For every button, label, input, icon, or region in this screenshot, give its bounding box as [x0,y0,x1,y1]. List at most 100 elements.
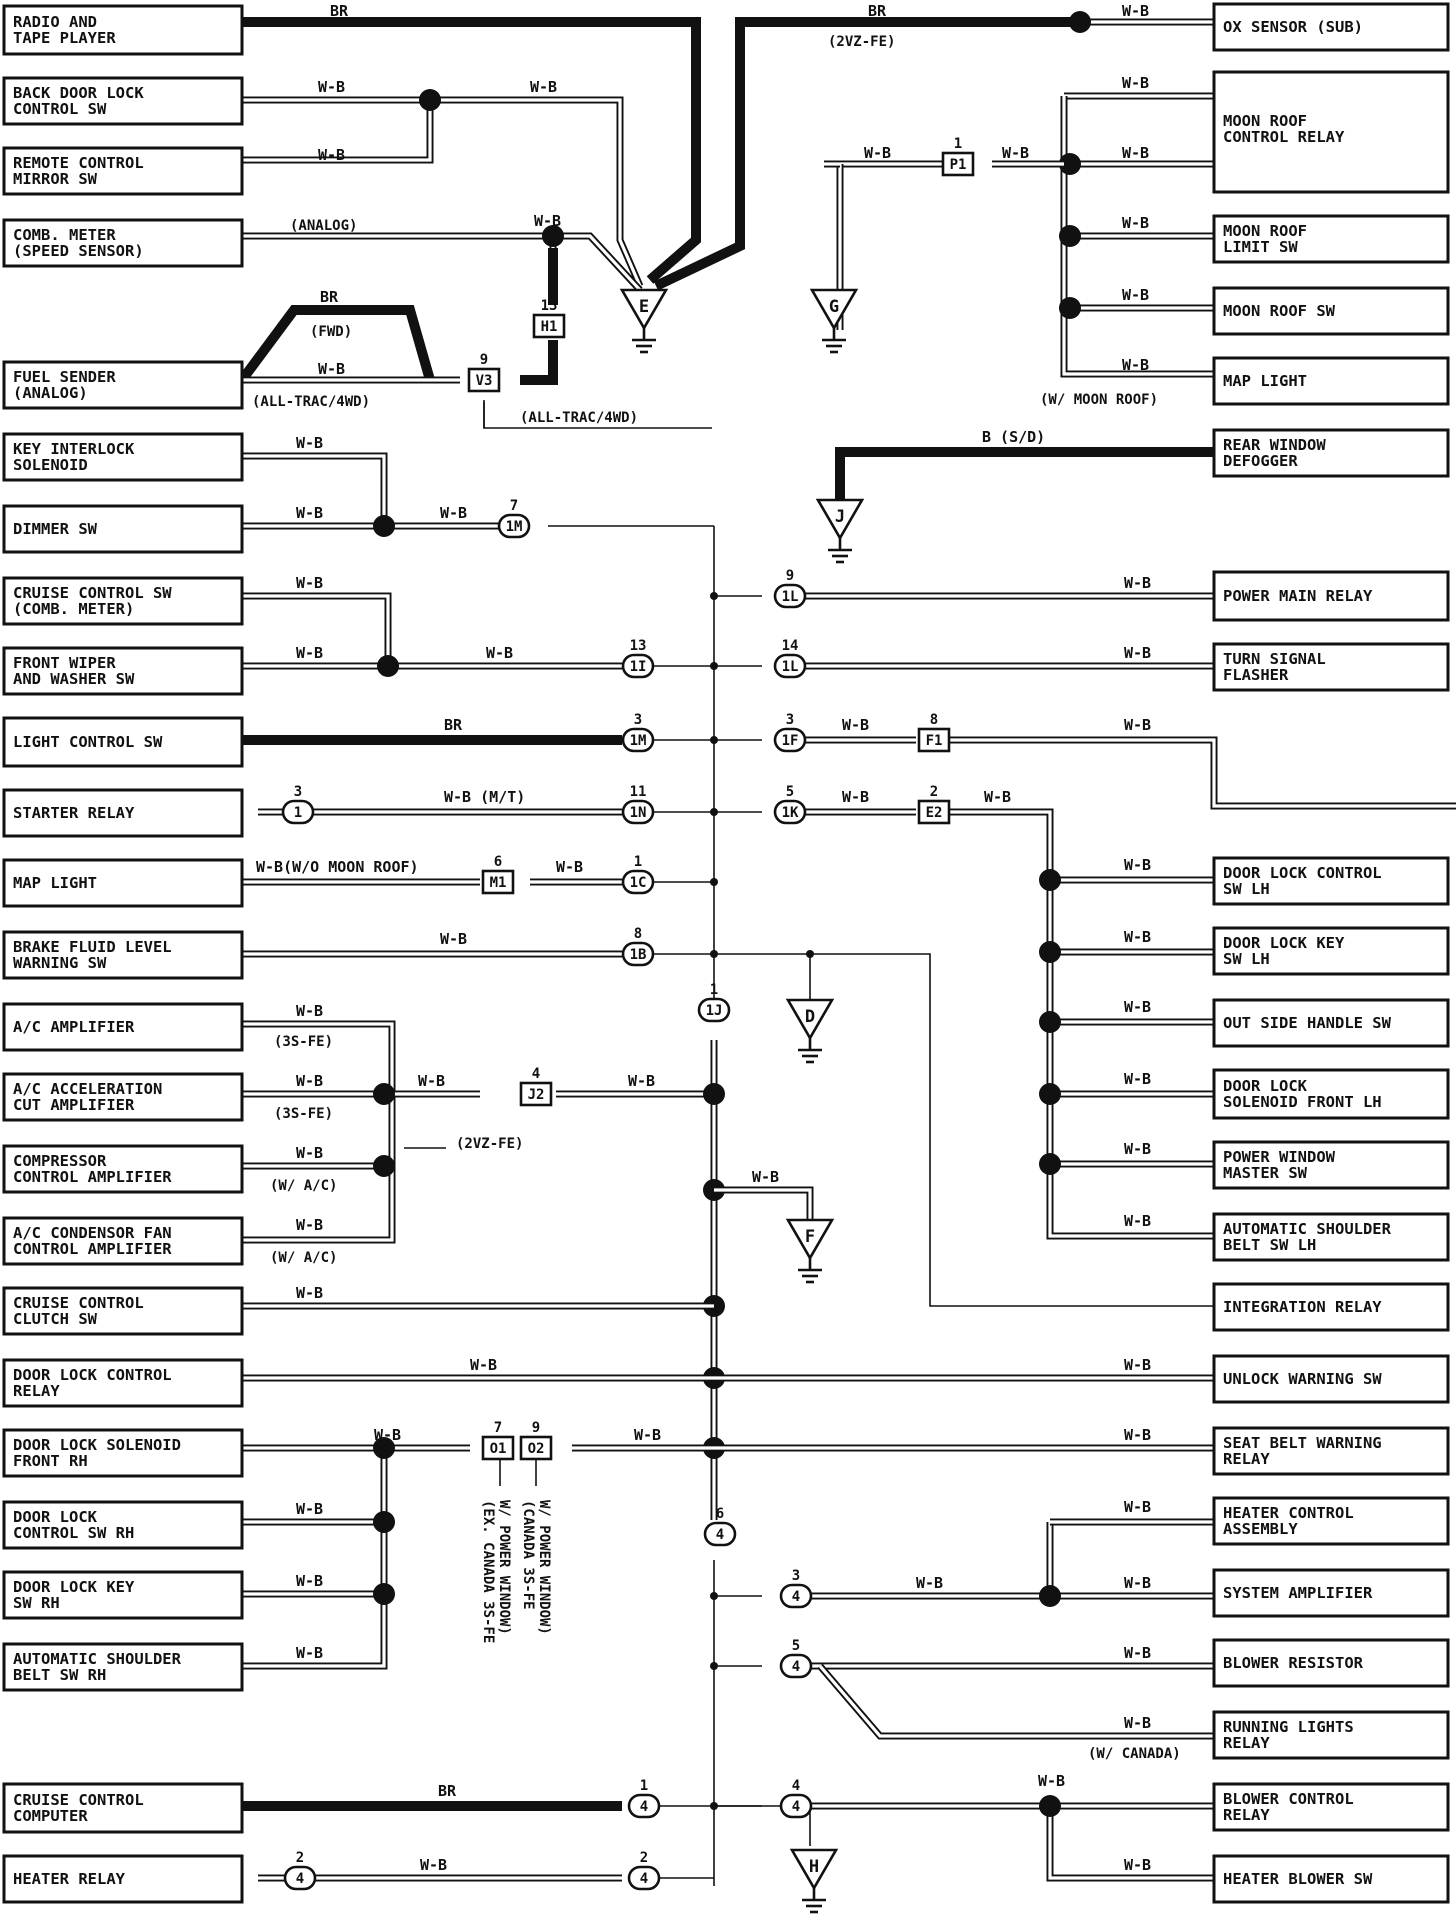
wire-label: W-B [556,858,583,876]
connector-label: 1I [630,659,647,675]
box-outline [2,1642,244,1692]
box-label: CONTROL SW RH [13,1524,134,1542]
box-label: OUT SIDE HANDLE SW [1223,1014,1392,1032]
wire-label: W-B [1124,1212,1151,1230]
ground-H: H [789,1848,839,1914]
connector-c4_2a: 42 [283,1850,317,1891]
connector-shape [917,799,951,825]
box-outline [2,1144,244,1194]
connector-E2: E22 [917,784,951,825]
component-box-heaterrelay: HEATER RELAY [2,1854,244,1904]
connector-label: 1M [630,733,647,749]
box-label: FUEL SENDER [13,368,116,386]
connector-shape [627,1793,661,1819]
connector-c4_1: 41 [627,1778,661,1819]
connector-label: 1 [294,805,302,821]
wire-label: W-B [1124,574,1151,592]
connector-shape [773,653,807,679]
wire-label: W-B [1124,1070,1151,1088]
pin-number: 1 [640,1778,648,1794]
connector-shape [532,313,566,339]
box-label: CRUISE CONTROL [13,1294,144,1312]
wire-label: W-B(W/O MOON ROOF) [256,858,419,876]
pin-number: 4 [792,1778,800,1794]
box-label: COMPRESSOR [13,1152,107,1170]
box-label: AUTOMATIC SHOULDER [1223,1220,1392,1238]
wire-label: W-B [1122,214,1149,232]
box-label: CONTROL AMPLIFIER [13,1168,172,1186]
box-outline [1212,1496,1450,1546]
splice-point [419,89,441,111]
ground-label: D [805,1007,815,1027]
wire-label: W-B [1124,1426,1151,1444]
box-outline [1212,1854,1450,1904]
connector-shape [773,727,807,753]
box-label: BELT SW RH [13,1666,106,1684]
pin-number: 2 [930,784,938,800]
connector-c4_6: 46 [703,1506,737,1547]
wire-label: W-B [296,1644,323,1662]
box-label: DIMMER SW [13,520,98,538]
box-outline [1212,856,1450,906]
wire-wb-core [714,1188,812,1232]
box-outline [2,1286,244,1336]
box-label: MASTER SW [1223,1164,1308,1182]
box-outline [2,930,244,980]
wire-label: BR [320,288,339,306]
component-box-powermain: POWER MAIN RELAY [1212,570,1450,622]
pin-number: 6 [716,1506,724,1522]
box-outline [1212,1068,1450,1120]
wire-wb [242,1020,396,1244]
box-label: POWER MAIN RELAY [1223,587,1373,605]
wire-label: W-B [440,930,467,948]
connector-label: 4 [792,1799,800,1815]
splice-point [373,1437,395,1459]
box-label: AND WASHER SW [13,670,135,688]
note-label: (2VZ-FE) [456,1136,523,1152]
pin-number: 8 [930,712,938,728]
box-outline [2,1002,244,1052]
box-outline [1212,1782,1450,1832]
connector-shape [627,1865,661,1891]
box-outline [2,576,244,626]
pin-number: 8 [634,926,642,942]
connector-1F: 1F3 [773,712,807,753]
wire-label: W-B [628,1072,655,1090]
component-box-dimmer: DIMMER SW [2,504,244,554]
box-label: BELT SW LH [1223,1236,1316,1254]
ground-triangle [785,1218,835,1261]
connector-shape [621,869,655,895]
connector-1L_a: 1L9 [773,568,807,609]
wire-label: W-B [1038,1772,1065,1790]
connector-1C: 1C1 [621,854,655,895]
box-label: SW LH [1223,880,1270,898]
note-label: (FWD) [310,324,352,340]
wire-label: W-B [470,1356,497,1374]
ground-triangle [619,288,669,331]
connector-label: E2 [926,805,943,821]
component-box-integration: INTEGRATION RELAY [1212,1282,1450,1332]
box-label: HEATER CONTROL [1223,1504,1354,1522]
box-outline [1212,1710,1450,1760]
connector-label: 1B [630,947,647,963]
wire-label: W-B [318,146,345,164]
wire-label: BR [444,716,463,734]
connector-shape [519,1435,553,1461]
splice-point [1039,869,1061,891]
connector-label: M1 [490,875,507,891]
connectors: P11H113V391M71L91I131L141M31F3F18131N111… [281,136,975,1891]
ground-label: J [835,507,845,527]
pin-number: 2 [296,1850,304,1866]
note-label: (3S-FE) [274,1106,333,1122]
ground-G: G [809,288,859,354]
